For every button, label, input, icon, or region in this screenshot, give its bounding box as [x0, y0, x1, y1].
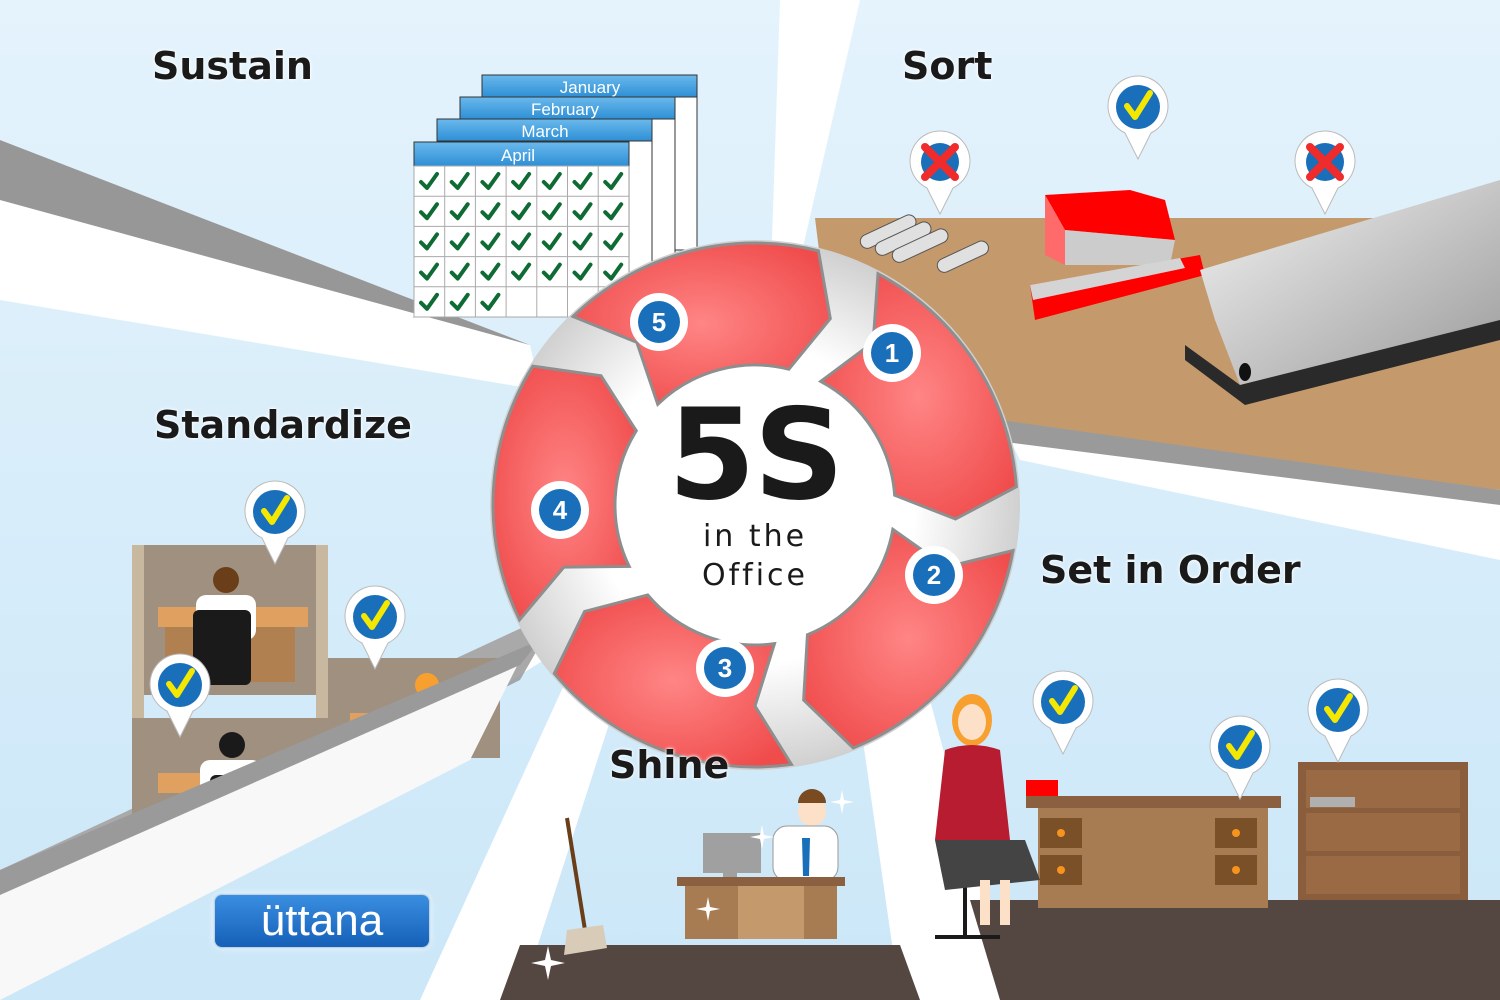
- calendar-month-april: April: [501, 146, 535, 165]
- cycle-segment-sort: [817, 271, 1018, 521]
- batteries-illustration: [859, 214, 989, 273]
- calendar-month-february: February: [531, 100, 600, 119]
- uttana-logo: üttana: [215, 895, 429, 947]
- step-number-badge: 4: [531, 481, 589, 539]
- step-label-shine: Shine: [609, 743, 730, 787]
- cycle-segment-sustain: [570, 241, 832, 408]
- svg-text:1: 1: [885, 338, 899, 368]
- step-label-set-in-order: Set in Order: [1040, 548, 1301, 592]
- subtitle-line-1: in the: [702, 519, 808, 554]
- step-label-sort: Sort: [902, 44, 993, 88]
- stapler-illustration: [1030, 190, 1205, 320]
- step-label-standardize: Standardize: [154, 403, 412, 447]
- subtitle-line-2: Office: [701, 558, 809, 593]
- svg-text:4: 4: [553, 495, 568, 525]
- cycle-diagram: 1 2 3 4 5: [490, 240, 1020, 770]
- step-number-badge: 5: [630, 293, 688, 351]
- center-title: 5S: [668, 381, 844, 528]
- calendar-grid: [413, 165, 630, 318]
- cycle-number-badges: 1 2 3 4 5: [531, 293, 963, 697]
- svg-text:5: 5: [652, 307, 666, 337]
- step-label-sustain: Sustain: [152, 44, 313, 88]
- shine-scene: [500, 789, 920, 1000]
- calendar-stack: January February March April: [413, 74, 698, 318]
- svg-text:2: 2: [927, 560, 941, 590]
- svg-text:3: 3: [718, 653, 732, 683]
- calendar-month-january: January: [560, 78, 621, 97]
- step-number-badge: 3: [696, 639, 754, 697]
- step-number-badge: 1: [863, 324, 921, 382]
- hole-punch-illustration: [1185, 180, 1500, 405]
- center-subtitle: in the Office: [680, 517, 830, 595]
- calendar-month-march: March: [521, 122, 568, 141]
- step-number-badge: 2: [905, 546, 963, 604]
- set-in-order-scene: [935, 671, 1500, 1000]
- sparkle-icons: [531, 790, 854, 980]
